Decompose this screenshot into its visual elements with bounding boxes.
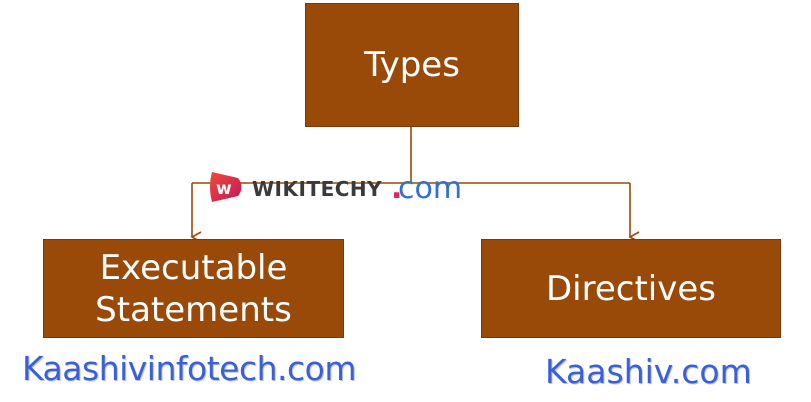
types-label: Types	[364, 45, 460, 85]
executable-statements-label-line-2: Statements	[95, 289, 292, 330]
executable-statements-label-line-1: Executable	[99, 247, 288, 288]
kaashivinfotech-watermark: Kaashivinfotech.com	[22, 349, 356, 388]
wikitechy-watermark: w WIKITECHY . com	[208, 166, 468, 208]
kaashiv-watermark: Kaashiv.com	[545, 352, 752, 391]
wikitechy-name: WIKITECHY	[252, 177, 383, 201]
directives-label: Directives	[546, 268, 716, 309]
executable-statements-box: Executable Statements	[43, 239, 344, 338]
svg-text:w: w	[216, 179, 232, 199]
types-box: Types	[305, 3, 519, 127]
wikitechy-logo-icon: w	[210, 172, 242, 202]
wikitechy-dot: .	[391, 171, 403, 206]
directives-box: Directives	[481, 239, 781, 338]
wikitechy-tld: com	[398, 171, 463, 206]
